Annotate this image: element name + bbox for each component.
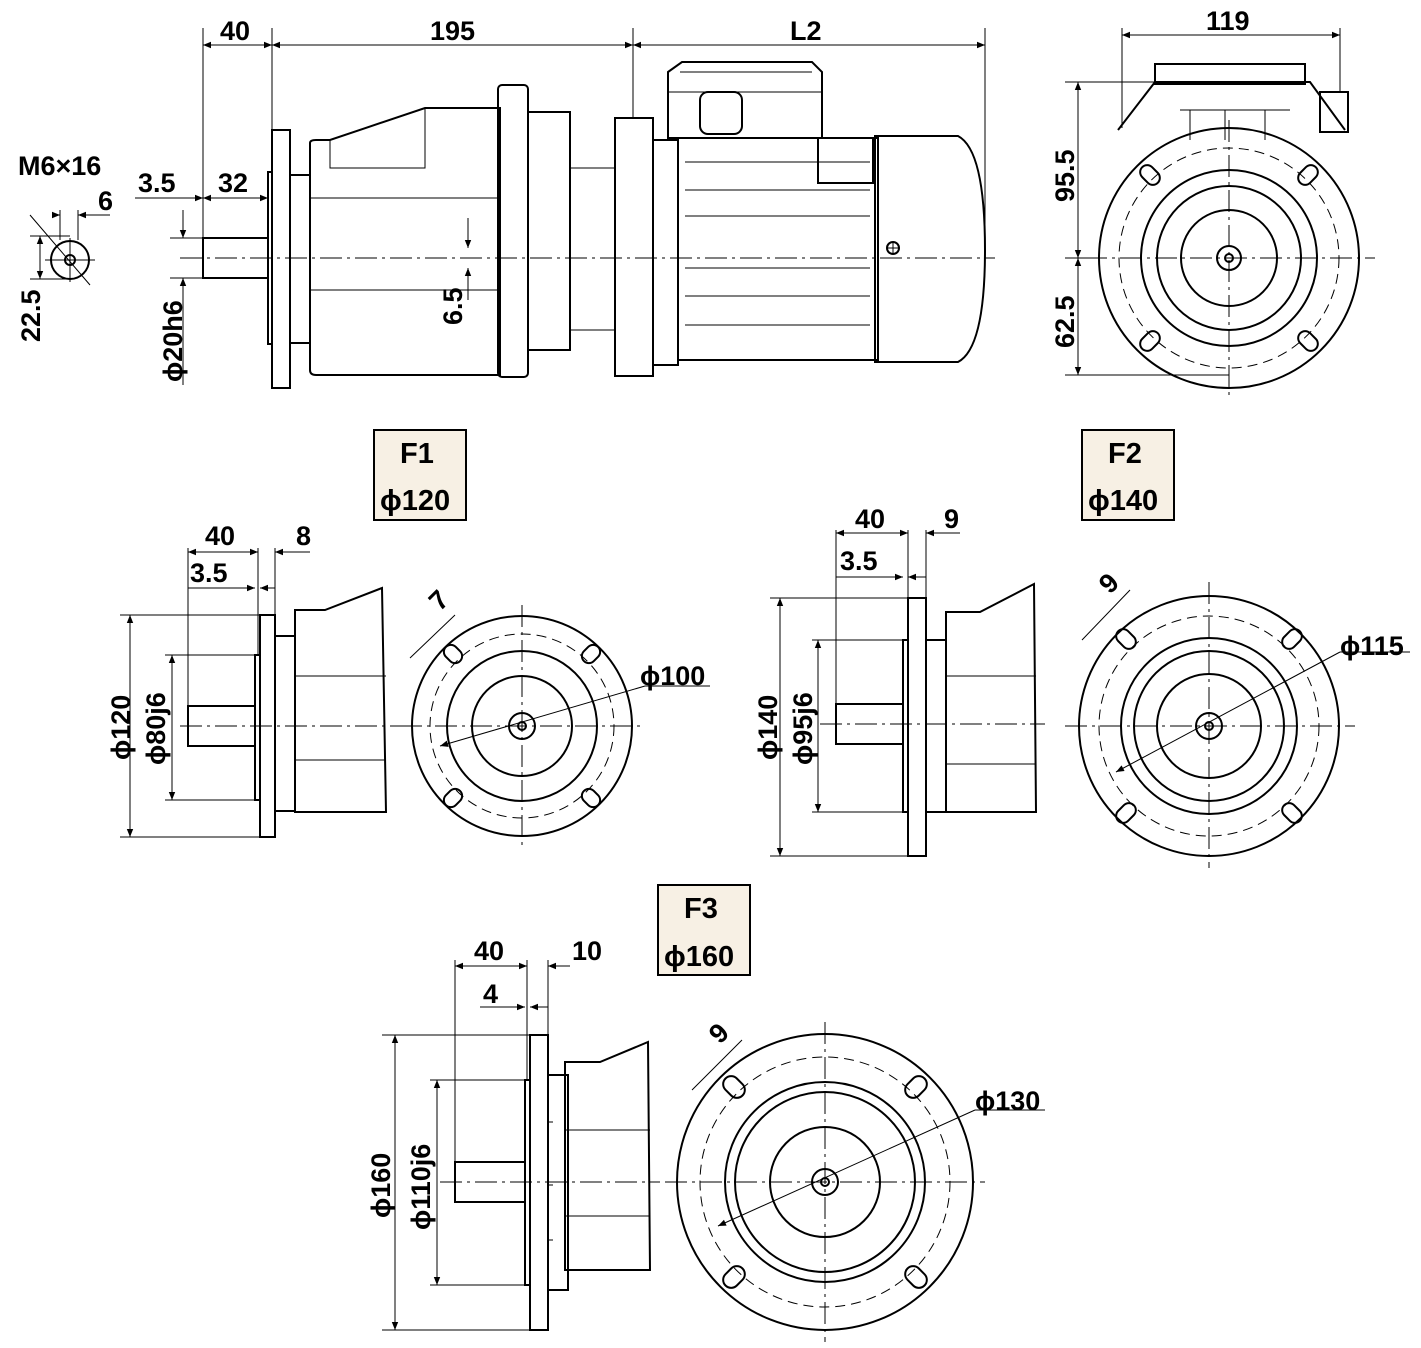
dim-phi20h6: ϕ20h6: [158, 300, 188, 382]
f2-dim-3-5: 3.5: [840, 546, 878, 576]
dim-62-5: 62.5: [1050, 295, 1080, 348]
shaft-end-detail: M6×16 6 22.5: [16, 151, 113, 342]
variant-f1-flange: ϕ120: [380, 485, 450, 517]
dim-m6x16: M6×16: [18, 151, 101, 181]
variant-f3-label-box: [657, 884, 751, 976]
variant-f2: F2 ϕ140 40 9 3.5 ϕ140 ϕ95j6: [753, 429, 1410, 868]
f2-dim-spigot: ϕ95j6: [788, 692, 818, 765]
f3-dim-40: 40: [474, 936, 504, 966]
variant-f1: F1 ϕ120 40 8 3.5 ϕ120 ϕ80j6: [106, 429, 710, 845]
f2-dim-slot: 9: [1093, 567, 1125, 599]
dim-3-5: 3.5: [138, 168, 176, 198]
f2-dim-outer: ϕ140: [753, 695, 783, 760]
f3-dim-spigot: ϕ110j6: [406, 1144, 436, 1230]
f2-dim-40: 40: [855, 504, 885, 534]
f1-dim-3-5: 3.5: [190, 558, 228, 588]
end-view: 119 95.5 62.5: [1050, 6, 1375, 395]
f1-dim-bolt-circle: ϕ100: [640, 661, 705, 691]
dim-95-5: 95.5: [1050, 149, 1080, 202]
f3-dim-bolt-circle: ϕ130: [975, 1086, 1040, 1116]
dim-6-5: 6.5: [438, 287, 468, 325]
f3-dim-outer: ϕ160: [366, 1153, 396, 1218]
f2-dim-9: 9: [944, 504, 959, 534]
variant-f3-flange: ϕ160: [664, 941, 734, 973]
dim-119: 119: [1206, 6, 1250, 36]
f3-dim-slot: 9: [703, 1017, 735, 1049]
variant-f3-code: F3: [684, 893, 718, 925]
dim-32: 32: [218, 168, 248, 198]
dim-6: 6: [98, 186, 113, 216]
dim-40: 40: [220, 16, 250, 46]
variant-f2-flange: ϕ140: [1088, 485, 1158, 517]
variant-f1-label-box: [373, 429, 467, 521]
variant-f2-code: F2: [1108, 438, 1142, 470]
variant-f1-code: F1: [400, 438, 434, 470]
f1-dim-outer: ϕ120: [106, 695, 136, 760]
f1-dim-8: 8: [296, 521, 311, 551]
f3-dim-10: 10: [572, 936, 602, 966]
f3-dim-4: 4: [483, 979, 498, 1009]
side-view: 40 195 L2 3.5 32 ϕ20h6 6.5: [135, 16, 995, 389]
f1-dim-spigot: ϕ80j6: [141, 692, 171, 765]
variant-f3: F3 ϕ160 40 10 4 ϕ160 ϕ110j6: [366, 884, 1045, 1342]
dim-195: 195: [430, 16, 475, 46]
dim-l2: L2: [790, 16, 822, 46]
variant-f2-label-box: [1081, 429, 1175, 521]
f1-dim-slot: 7: [423, 584, 455, 616]
f1-dim-40: 40: [205, 521, 235, 551]
dim-22-5: 22.5: [16, 289, 46, 342]
f2-dim-bolt-circle: ϕ115: [1340, 631, 1404, 661]
